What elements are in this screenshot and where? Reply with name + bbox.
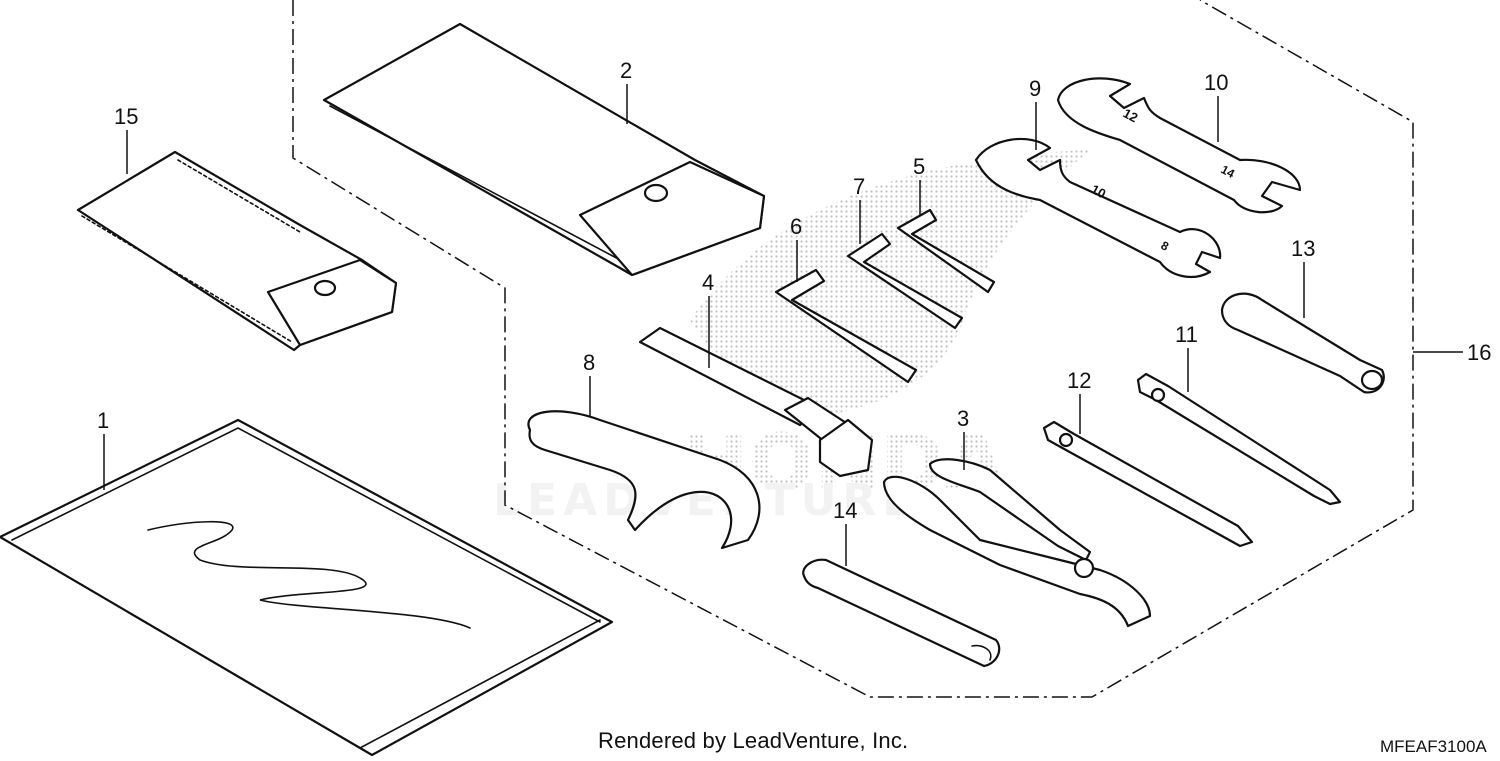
- part-1-manual: [0, 418, 614, 757]
- part-11-screwdriver: [1136, 372, 1342, 506]
- callout-1: 1: [97, 408, 109, 433]
- wrench-9-mid-size: 10: [1089, 181, 1109, 201]
- part-15-tool-bag: [76, 150, 398, 352]
- wrench-10-mid-size: 12: [1121, 105, 1141, 125]
- callout-labels: 1 2 3 4 5 6 7 8 9 10 11 12 13 14 15 16: [97, 58, 1491, 523]
- callout-10: 10: [1204, 70, 1228, 95]
- wrench-10-end-size: 14: [1219, 162, 1238, 181]
- callout-6: 6: [790, 214, 802, 239]
- callout-9: 9: [1029, 76, 1041, 101]
- callout-4: 4: [702, 270, 714, 295]
- part-8-hook-wrench: [527, 410, 761, 550]
- diagram-code: MFEAF3100A: [1380, 737, 1487, 756]
- credit-text: Rendered by LeadVenture, Inc.: [598, 728, 909, 753]
- part-7-hex-key: [846, 232, 964, 330]
- callout-11: 11: [1175, 322, 1198, 347]
- callout-2: 2: [620, 58, 632, 83]
- callout-7: 7: [853, 174, 865, 199]
- part-6-hex-key: [774, 268, 918, 384]
- part-13-screwdriver-handle: [1220, 292, 1385, 394]
- part-3-pliers: [882, 458, 1152, 628]
- part-2-tool-bag: [322, 22, 766, 277]
- callout-14: 14: [833, 498, 857, 523]
- part-10-wrench: 12 14: [1056, 77, 1302, 214]
- part-12-screwdriver: [1042, 420, 1254, 548]
- part-14-grip: [802, 558, 1001, 668]
- callout-12: 12: [1067, 368, 1091, 393]
- part-5-hex-key: [896, 208, 996, 294]
- part-4-plug-wrench: [638, 326, 874, 478]
- callout-15: 15: [114, 104, 138, 129]
- part-9-wrench: 10 8: [974, 137, 1222, 279]
- callout-5: 5: [913, 154, 925, 179]
- callout-13: 13: [1291, 236, 1315, 261]
- kit-boundary: [292, 0, 1414, 698]
- callout-8: 8: [583, 350, 595, 375]
- callout-3: 3: [957, 406, 969, 431]
- callout-16: 16: [1467, 340, 1491, 365]
- leader-lines: [103, 84, 1463, 566]
